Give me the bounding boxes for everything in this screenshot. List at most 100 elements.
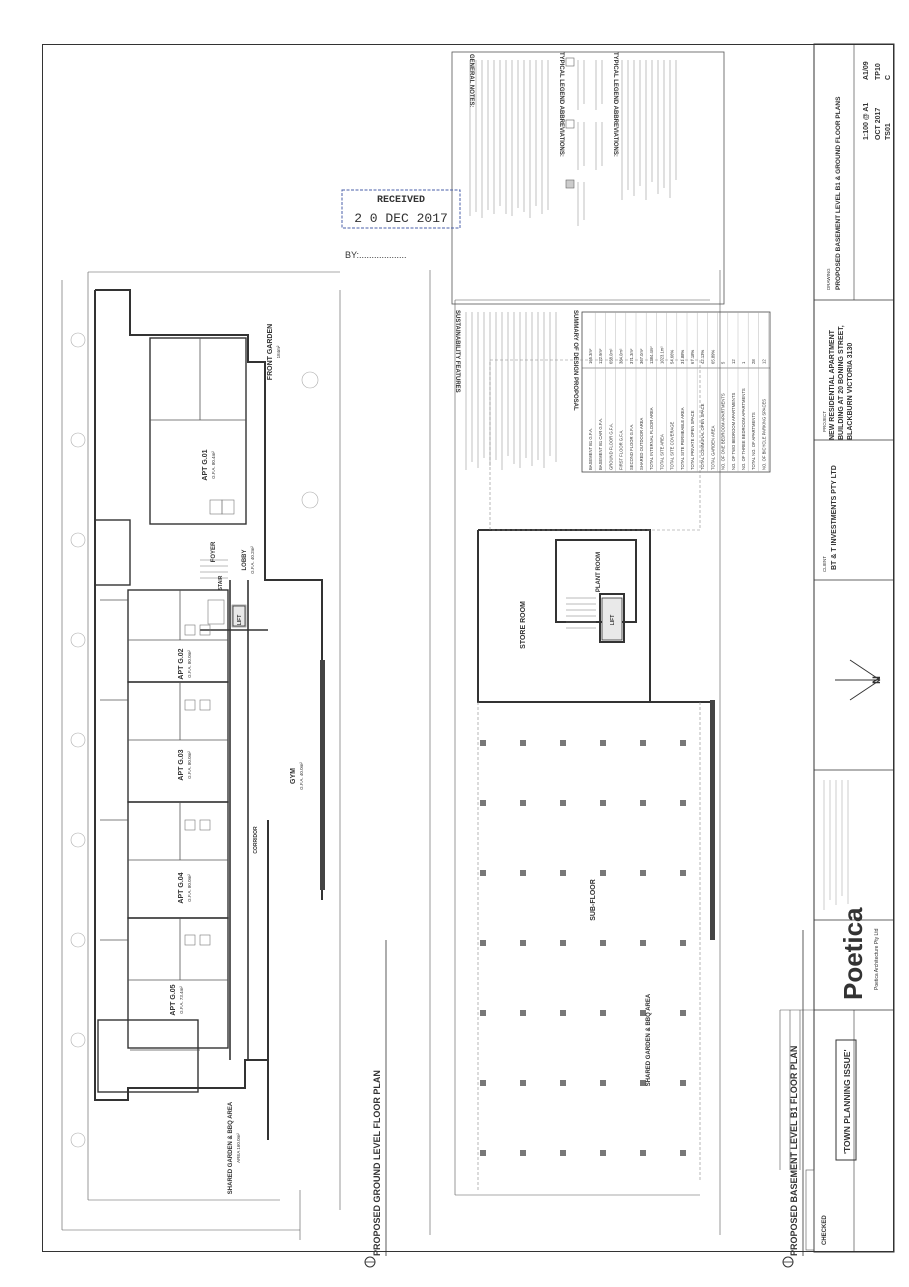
summary-title: SUMMARY OF DESIGN PROPOSAL	[572, 310, 578, 411]
svg-text:PROJECT: PROJECT	[822, 411, 827, 432]
room-foyer: FOYER	[211, 541, 217, 562]
summary-row-value: 65.89%	[710, 350, 715, 364]
summary-rows: BASEMENT B1 G.F.A. 165.3m² BASEMENT B1 CAR…	[588, 312, 769, 472]
room-store: STORE ROOM	[520, 601, 527, 649]
stamp-date: 2 0 DEC 2017	[354, 211, 448, 226]
project-foreign: NEW RESIDENTIAL APARTMENT BUILDING AT 20…	[829, 325, 854, 440]
legend-title: TYPICAL LEGEND ABBREVIATIONS:	[558, 52, 564, 157]
svg-text:184m²: 184m²	[276, 345, 281, 358]
job-number: TP10	[875, 63, 882, 80]
company-name: Poetica	[838, 907, 868, 1000]
summary-row-label: SECOND FLOOR G.F.A.	[629, 424, 634, 470]
summary-row-label: TOTAL SITE AREA	[659, 434, 664, 470]
summary-row-label: BASEMENT B1 G.F.A.	[588, 428, 593, 470]
stamp-by: BY:...................	[345, 250, 407, 260]
summary-row-label: NO. OF TWO BEDROOM APARTMENTS	[731, 393, 736, 470]
room-apt-g01: APT G.01	[202, 449, 209, 480]
revision: C	[885, 75, 892, 80]
summary-row-label: TOTAL SITE PERMEABLE AREA	[680, 407, 685, 470]
summary-row-value: 28	[751, 359, 756, 364]
summary-row-label: TOTAL GARDEN AREA	[710, 425, 715, 470]
summary-row-label: TOTAL SITE COVERAGE	[670, 421, 675, 470]
summary-row-value: 12	[761, 359, 766, 364]
drawing-title: PROPOSED BASEMENT LEVEL B1 & GROUND FLOO…	[835, 96, 842, 290]
svg-text:DRAWING: DRAWING	[826, 268, 831, 290]
summary-row-value: 1	[741, 361, 746, 364]
north-arrow: N	[835, 659, 883, 701]
room-lift: LIFT	[237, 615, 243, 626]
summary-row-value: 54.66%	[670, 350, 675, 364]
amendments-strip	[779, 1009, 815, 1251]
notes-panel: GENERAL NOTES: TYPICAL LEGEND ABBREVIATI…	[451, 51, 725, 305]
summary-row-label: BASEMENT B1 CAR G.F.A.	[598, 418, 603, 470]
svg-text:PROPOSED GROUND LEVEL FLOOR PL: PROPOSED GROUND LEVEL FLOOR PLAN	[372, 1070, 382, 1256]
summary-row-label: TOTAL COMMUNAL OPEN SPACE	[700, 403, 705, 470]
svg-text:CLIENT: CLIENT	[822, 556, 827, 572]
summary-row-value: 31.88%	[680, 350, 685, 364]
summary-row-value: 658.0m²	[608, 348, 613, 364]
legend2-title: TYPICAL LEGEND ABBREVIATIONS:	[612, 52, 618, 157]
room-apt-g05: APT G.05	[170, 984, 177, 1015]
room-corridor: CORRIDOR	[253, 826, 259, 854]
summary-row-value: 12	[731, 359, 736, 364]
scale: 1:100 @ A1	[863, 103, 870, 140]
summary-row-label: SHARED OUTDOOR AREA	[639, 417, 644, 470]
summary-row-label: FIRST FLOOR G.F.A.	[619, 430, 624, 470]
summary-row-value: 371.3m²	[629, 348, 634, 364]
abbreviation-list	[621, 60, 677, 200]
room-gym: GYM	[290, 768, 297, 784]
room-apt-g03: APT G.03	[178, 749, 185, 780]
general-notes-text	[469, 60, 549, 218]
svg-text:G.F.A. 40.0m²: G.F.A. 40.0m²	[299, 762, 304, 790]
summary-table: SUMMARY OF DESIGN PROPOSAL BASEMENT B1 G…	[572, 310, 771, 473]
sheet-number: A1/09	[863, 61, 870, 80]
summary-row-value: 122.9m²	[598, 348, 603, 364]
date: OCT 2017	[875, 108, 882, 140]
summary-row-value: 1023.1m²	[659, 346, 664, 364]
company-logo: Poetica	[838, 907, 868, 1000]
stamp-received: RECEIVED	[377, 195, 425, 206]
summary-row-value: 165.3m²	[588, 348, 593, 364]
received-stamp: RECEIVED 2 0 DEC 2017 BY:...............…	[341, 189, 461, 260]
room-stair: STAIR	[218, 575, 224, 590]
summary-row-label: NO. OF THREE BEDROOM APARTMENTS	[741, 388, 746, 470]
room-shared-garden: SHARED GARDEN & BBQ AREA	[228, 1101, 234, 1194]
summary-row-label: TOTAL NO. OF APARTMENTS	[751, 412, 756, 470]
summary-row-label: TOTAL INTERNAL FLOOR AREA	[649, 407, 654, 470]
room-apt-g02: APT G.02	[178, 648, 185, 679]
title-block: DRAWING PROPOSED BASEMENT LEVEL B1 & GRO…	[813, 43, 895, 1253]
issue-label: 'TOWN PLANNING ISSUE'	[842, 1050, 852, 1154]
svg-text:G.F.A. 80.0m²: G.F.A. 80.0m²	[187, 874, 192, 902]
summary-row-value: 367.0m²	[639, 348, 644, 364]
client-name: BT & T INVESTMENTS PTY LTD	[831, 465, 838, 570]
north-label: N	[871, 676, 883, 684]
general-notes-title: GENERAL NOTES:	[468, 54, 474, 108]
summary-row-label: NO. OF ONE BEDROOM APARTMENTS	[721, 393, 726, 470]
summary-row-value: 67.18%	[690, 350, 695, 364]
room-lobby: LOBBY	[242, 550, 248, 571]
ground-plan-title: PROPOSED GROUND LEVEL FLOOR PLAN	[364, 940, 387, 1268]
basement-plan-title: PROPOSED BASEMENT LEVEL B1 FLOOR PLAN	[782, 930, 804, 1268]
svg-text:G.F.A. 80.0m²: G.F.A. 80.0m²	[187, 650, 192, 678]
summary-row-value: 42.13%	[700, 350, 705, 364]
svg-text:G.F.A. 80.0m²: G.F.A. 80.0m²	[187, 751, 192, 779]
room-lift-b1: LIFT	[610, 615, 616, 626]
svg-text:G.F.A. 73.4m²: G.F.A. 73.4m²	[179, 986, 184, 1014]
sustainability-title: SUSTAINABILITY FEATURES	[454, 310, 460, 393]
room-plant: PLANT ROOM	[596, 552, 602, 592]
summary-row-label: GROUND FLOOR G.F.A.	[608, 423, 613, 470]
summary-row-label: TOTAL PRIVATE OPEN SPACE	[690, 410, 695, 470]
summary-row-label: NO. OF BICYCLE PARKING SPACES	[761, 399, 766, 470]
svg-text:AREA 160.0m²: AREA 160.0m²	[236, 1133, 241, 1163]
svg-text:PROPOSED BASEMENT LEVEL B1 FLO: PROPOSED BASEMENT LEVEL B1 FLOOR PLAN	[789, 1046, 799, 1256]
room-shared-garden-b1: SHARED GARDEN & BBQ AREA	[646, 993, 652, 1086]
company-subtitle: Poetica Architecture Pty Ltd	[874, 928, 880, 990]
room-front-garden: FRONT GARDEN	[267, 324, 274, 380]
summary-row-value: 1384.4m²	[649, 346, 654, 364]
summary-row-value: 5	[721, 361, 726, 364]
legend-items	[565, 57, 603, 226]
basement-plan: STORE ROOM PLANT ROOM LIFT SUB-FLOOR SHA…	[429, 270, 804, 1268]
summary-row-value: 384.0m²	[619, 348, 624, 364]
